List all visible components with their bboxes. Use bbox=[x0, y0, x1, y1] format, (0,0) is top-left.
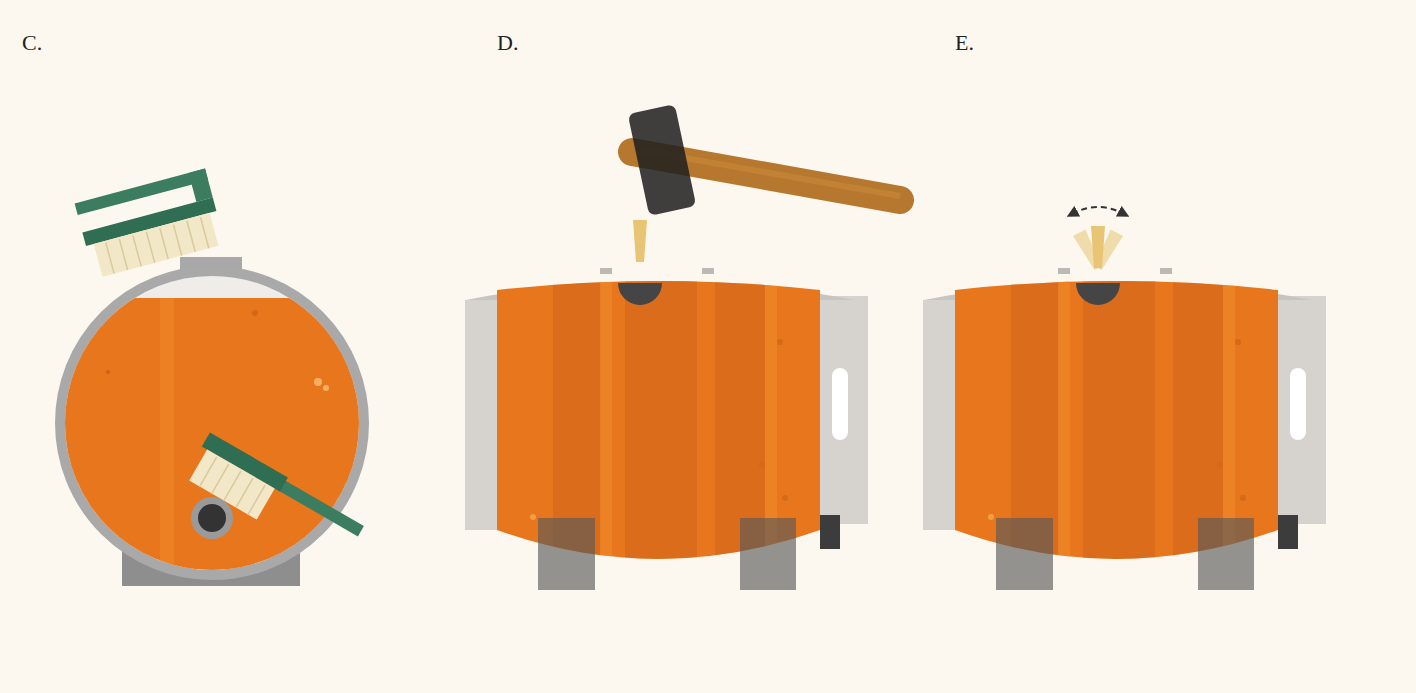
liquid bbox=[50, 298, 380, 588]
drain-hole bbox=[191, 497, 233, 539]
wooden-peg bbox=[1091, 226, 1105, 268]
panel-letter: C. bbox=[22, 32, 42, 54]
motion-arrow bbox=[1072, 207, 1124, 214]
brush bbox=[75, 169, 226, 279]
wooden-peg bbox=[633, 220, 647, 262]
panel-letter: E. bbox=[955, 32, 974, 54]
brush bbox=[184, 433, 366, 568]
panel-letter: D. bbox=[497, 32, 518, 54]
mallet-head bbox=[628, 104, 697, 216]
